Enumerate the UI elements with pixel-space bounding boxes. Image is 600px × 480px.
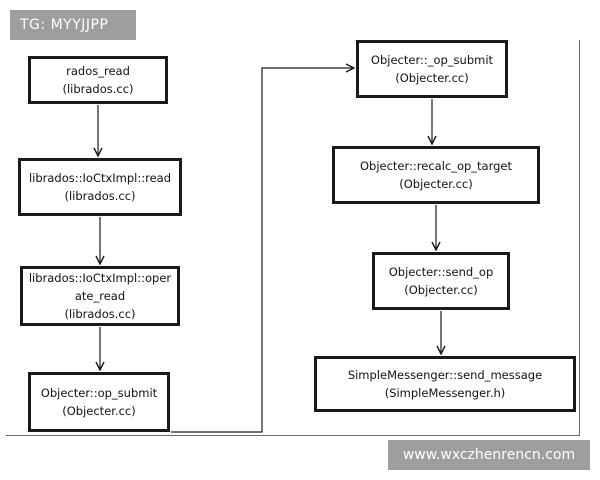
node-label-line: Objecter::op_submit — [40, 386, 158, 400]
node-label-line: (librados.cc) — [62, 82, 134, 96]
node-label-line: librados::IoCtxImpl::oper — [28, 271, 172, 285]
node-ioctx-read: librados::IoCtxImpl::read(librados.cc) — [18, 158, 182, 216]
node-rados-read: rados_read (librados.cc) — [28, 56, 168, 104]
node-label-line: (Objecter.cc) — [404, 283, 478, 297]
node-label-line: (librados.cc) — [64, 307, 136, 321]
watermark-bottom: www.wxczhenrencn.com — [388, 440, 590, 470]
diagram-frame — [6, 40, 580, 436]
node-label-line: Objecter::send_op — [388, 265, 494, 279]
node-objecter-internal-op-submit: Objecter::_op_submit(Objecter.cc) — [356, 40, 508, 98]
node-objecter-op-submit: Objecter::op_submit(Objecter.cc) — [28, 372, 170, 432]
node-label-line: Objecter::_op_submit — [370, 53, 494, 67]
node-objecter-send-op: Objecter::send_op(Objecter.cc) — [372, 252, 510, 310]
node-label-line: librados::IoCtxImpl::read — [28, 171, 172, 185]
watermark-top: TG: MYYJJPP — [10, 10, 136, 40]
node-objecter-recalc-op-target: Objecter::recalc_op_target(Objecter.cc) — [332, 146, 540, 204]
node-label-line: (Objecter.cc) — [62, 404, 136, 418]
node-simplemessenger-send-message: SimpleMessenger::send_message(SimpleMess… — [314, 356, 576, 412]
node-label-line: (Objecter.cc) — [395, 71, 469, 85]
node-label-line: (Objecter.cc) — [399, 177, 473, 191]
edge-objecter-op-submit-to-objecter-internal-op-submit — [171, 68, 354, 433]
node-label-line: (SimpleMessenger.h) — [384, 386, 506, 400]
node-label-line: ate_read — [74, 289, 126, 303]
node-label-line: (librados.cc) — [64, 189, 136, 203]
node-label-line: SimpleMessenger::send_message — [347, 368, 543, 382]
node-label-line: Objecter::recalc_op_target — [359, 159, 513, 173]
node-label-line: rados_read — [66, 64, 130, 78]
